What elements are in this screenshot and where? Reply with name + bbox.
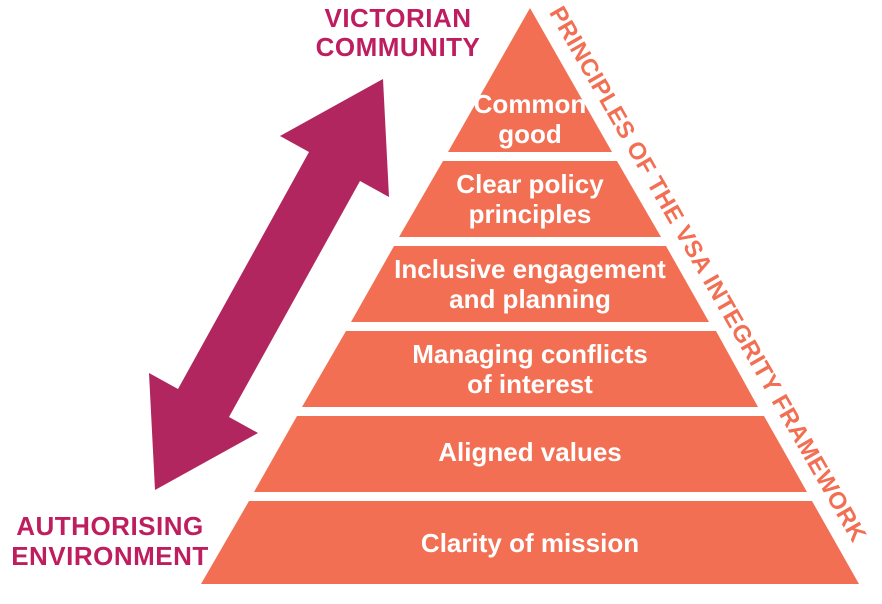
pyramid-level-4-shape xyxy=(302,331,758,407)
pyramid-level-2-shape xyxy=(399,161,661,237)
pyramid-level-5-shape xyxy=(254,416,807,492)
bidirectional-arrow-icon xyxy=(149,79,389,490)
pyramid-level-3-shape xyxy=(351,246,709,322)
pyramid-level-4-label: Managing conflicts of interest xyxy=(412,339,648,399)
pyramid-level-6-shape xyxy=(201,501,859,584)
pyramid-level-6-label: Clarity of mission xyxy=(420,527,640,558)
pyramid-level-5-label: Aligned values xyxy=(438,437,622,467)
authorising-environment-label: AUTHORISING ENVIRONMENT xyxy=(11,511,209,571)
victorian-community-label: VICTORIAN COMMUNITY xyxy=(315,3,481,62)
pyramid-level-3-label: Inclusive engagement and planning xyxy=(394,254,666,314)
pyramid-level-1-label: Common good xyxy=(473,89,587,149)
pyramid-level-2-label: Clear policy principles xyxy=(456,169,604,229)
pyramid-level-1-shape xyxy=(448,8,612,152)
